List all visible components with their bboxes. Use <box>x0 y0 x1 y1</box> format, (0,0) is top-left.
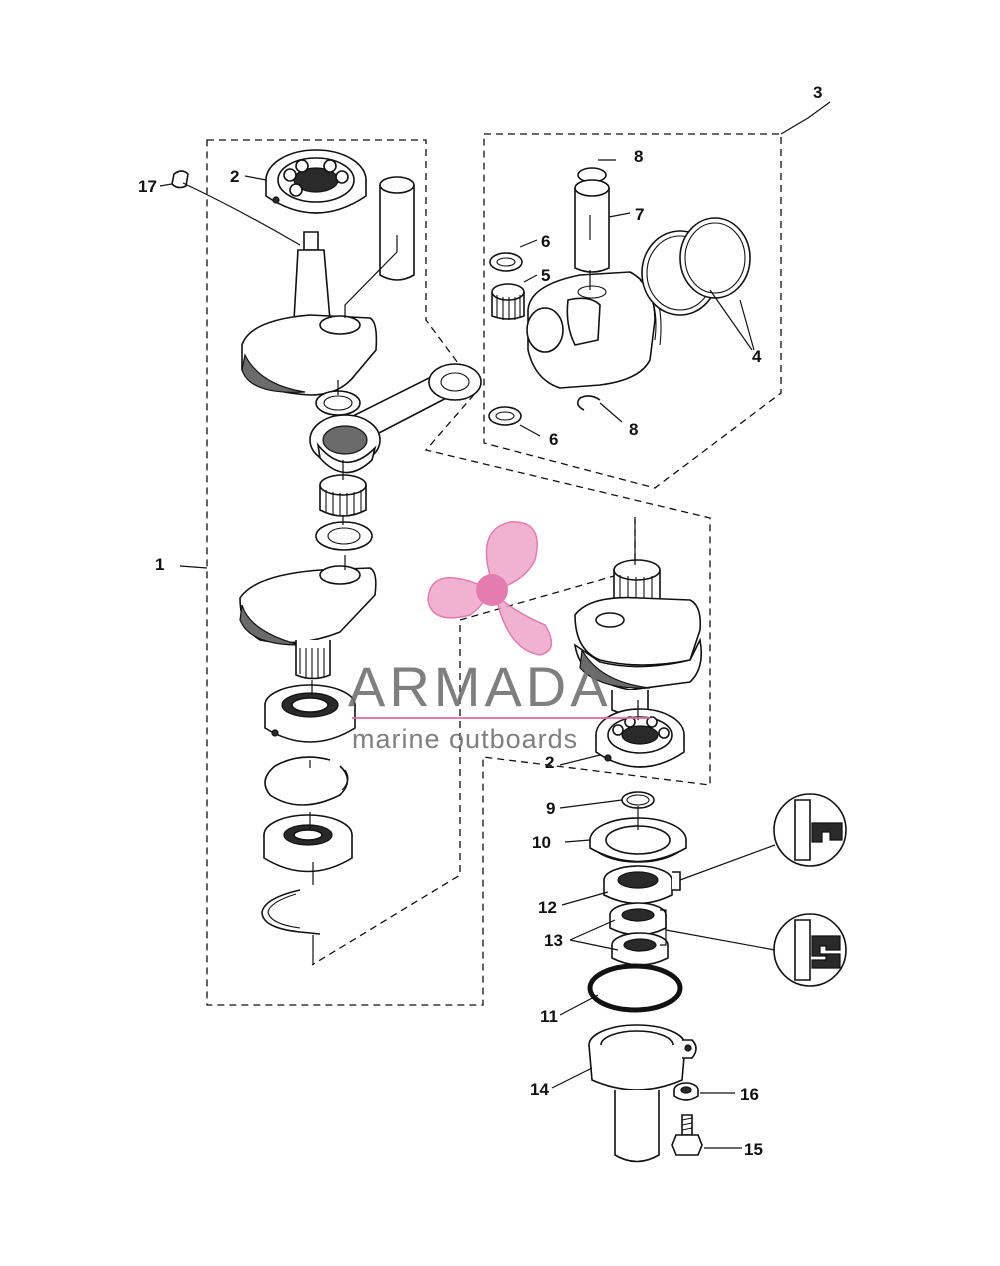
callout-4: 4 <box>752 347 762 366</box>
callout-2-upper: 2 <box>230 167 239 186</box>
propeller-icon <box>427 521 553 656</box>
part-retaining-ring <box>264 756 349 806</box>
callout-6-upper: 6 <box>541 232 550 251</box>
callout-10: 10 <box>532 833 551 852</box>
part-connecting-rod <box>309 363 482 474</box>
callout-2-lower: 2 <box>545 753 554 772</box>
callout-8-lower: 8 <box>629 420 638 439</box>
callout-11: 11 <box>540 1007 558 1026</box>
callout-labels: 17 2 3 8 7 6 5 4 6 8 1 2 9 10 12 13 11 1… <box>138 83 822 1159</box>
callout-9: 9 <box>546 799 555 818</box>
detail-bearing-orientation-upper <box>773 793 847 867</box>
callout-14: 14 <box>530 1080 549 1099</box>
callout-17: 17 <box>138 177 157 196</box>
part-drive-shaft-housing <box>588 1024 697 1163</box>
part-piston <box>526 271 662 389</box>
part-pin-needle-bearing <box>491 283 525 320</box>
part-bearing-13-upper <box>609 902 667 936</box>
callout-12: 12 <box>538 898 557 917</box>
watermark-tagline: marine outboards <box>352 724 578 754</box>
part-o-ring-small <box>621 791 655 809</box>
part-upper-ball-bearing <box>265 149 367 214</box>
callout-15: 15 <box>744 1140 763 1159</box>
watermark: ARMADA marine outboards <box>348 521 650 754</box>
part-crankshaft-assembly <box>573 559 703 715</box>
part-lower-crankshaft <box>239 565 377 680</box>
part-lock-washer <box>673 1082 699 1101</box>
part-bearing-12 <box>603 865 681 905</box>
callout-5: 5 <box>541 266 550 285</box>
watermark-brand: ARMADA <box>348 655 612 718</box>
callout-8-upper: 8 <box>634 147 643 166</box>
part-woodruff-key <box>171 170 189 189</box>
part-o-ring-large <box>587 963 683 1013</box>
part-lower-main-bearing <box>264 684 356 743</box>
part-thrust-washer-lower <box>315 521 373 551</box>
part-needle-bearing <box>319 474 367 517</box>
callout-6-lower: 6 <box>549 430 558 449</box>
part-piston-pin <box>574 179 610 273</box>
callout-7: 7 <box>635 205 644 224</box>
part-lower-ball-bearing <box>595 708 685 768</box>
callout-1: 1 <box>155 555 164 574</box>
leader-lines <box>159 101 831 1149</box>
part-upper-crankshaft <box>241 231 378 396</box>
part-hex-bolt <box>671 1114 703 1156</box>
callout-3: 3 <box>813 83 822 102</box>
part-seal-carrier <box>263 814 353 873</box>
part-crank-pin <box>379 176 415 281</box>
callout-16: 16 <box>740 1085 759 1104</box>
part-pin-washer-bottom <box>488 406 522 426</box>
part-large-washer <box>589 817 687 863</box>
piston-group-outline <box>483 133 782 489</box>
part-piston-pin-retainer-bottom <box>576 395 601 411</box>
part-snap-ring <box>261 889 321 935</box>
part-bearing-13-lower <box>611 932 669 966</box>
part-piston-rings <box>641 217 751 316</box>
part-pin-washer-top <box>489 252 523 272</box>
detail-bearing-orientation-lower <box>773 913 847 987</box>
crankshaft-group-outline <box>206 139 711 1006</box>
callout-13: 13 <box>544 931 563 950</box>
